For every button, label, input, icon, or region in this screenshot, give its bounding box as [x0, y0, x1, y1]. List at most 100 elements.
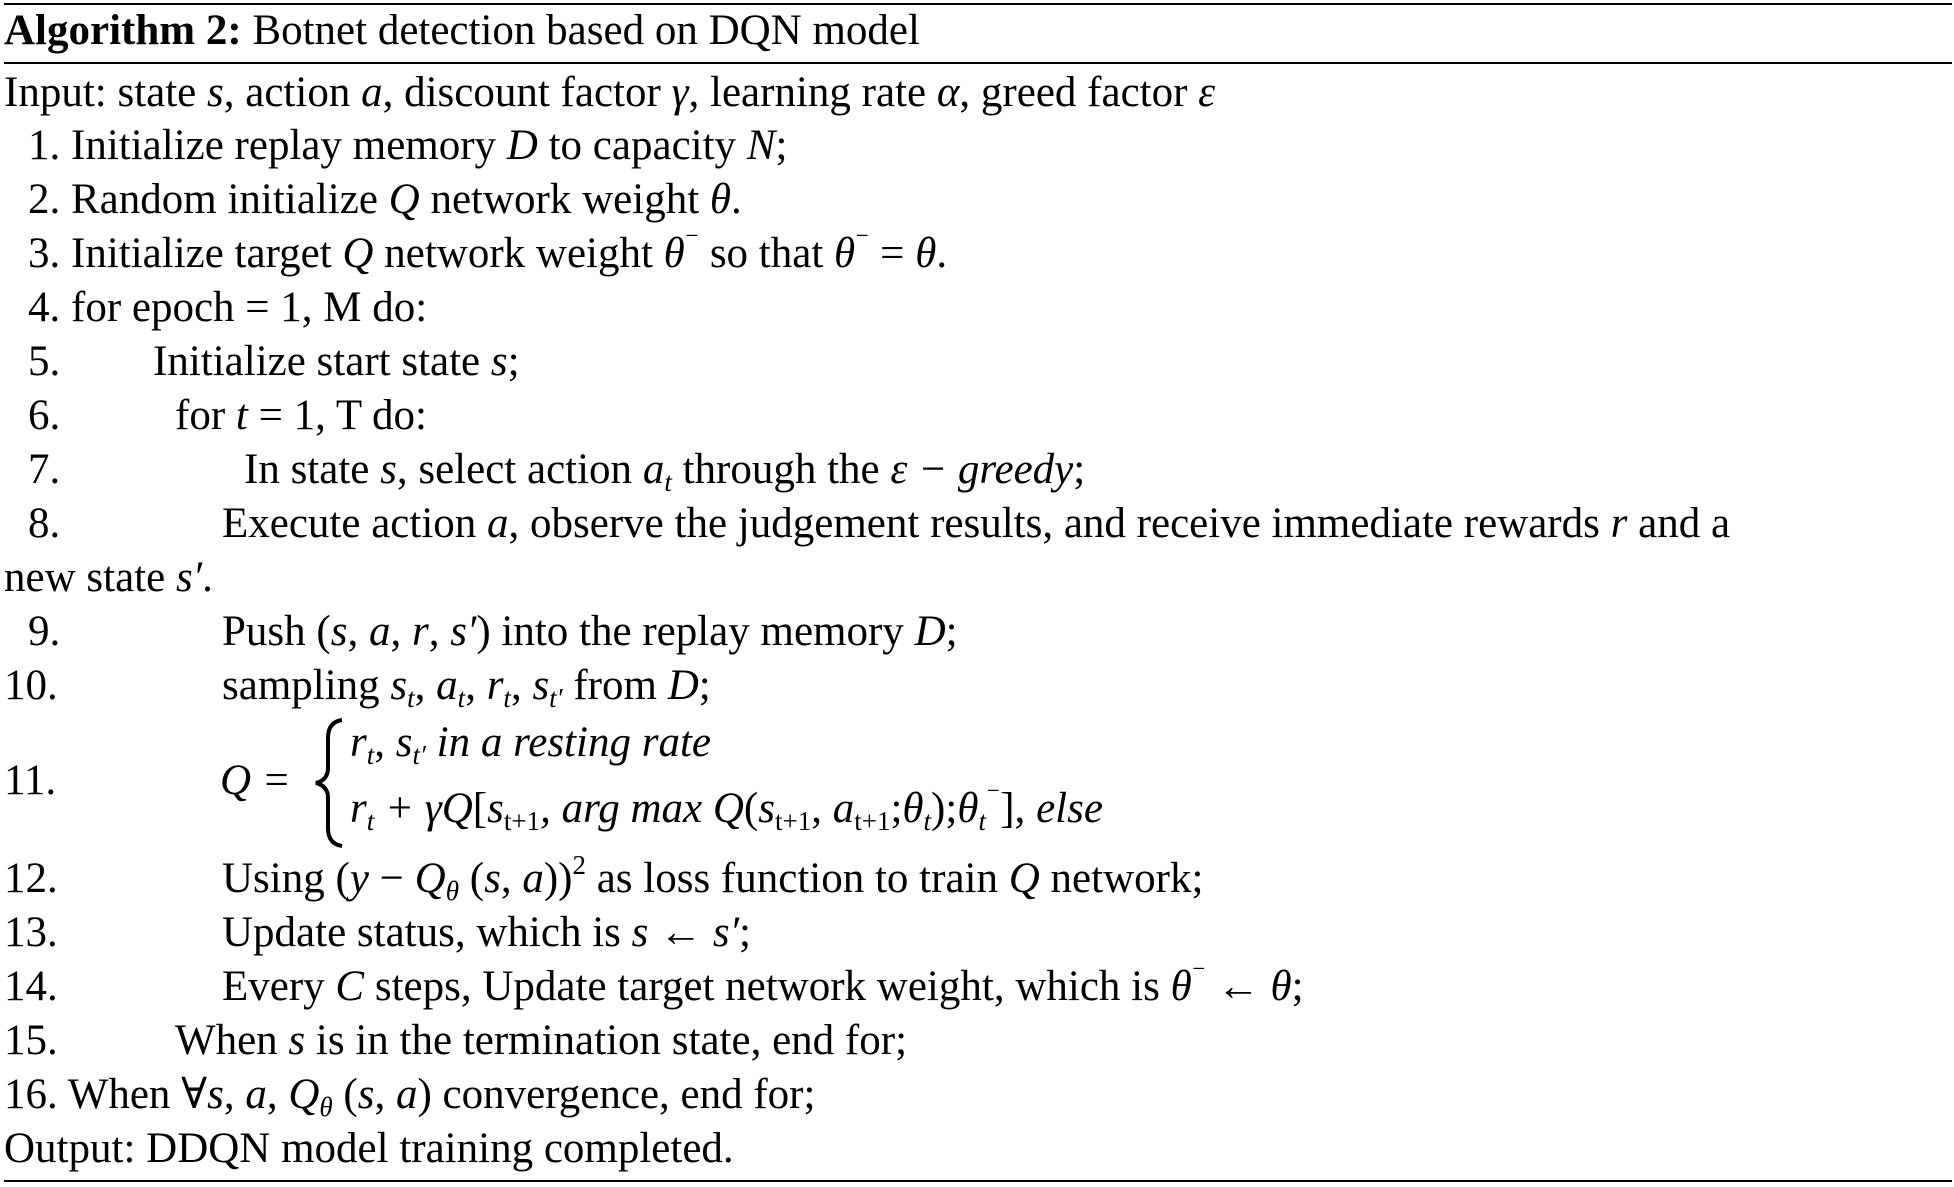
step-math: Q: [1008, 855, 1040, 902]
step-11-num: 11.: [4, 757, 57, 804]
step-text: Update status, which is: [222, 909, 632, 956]
step-sup: ⁻: [855, 225, 870, 255]
step-math: θ: [1270, 963, 1292, 1010]
step-8: Execute action a, observe the judgement …: [222, 499, 1730, 549]
step-num: 3.: [28, 230, 61, 277]
case-math: a: [832, 785, 855, 832]
step-5-num: 5.: [28, 338, 61, 385]
step-7-num: 7.: [28, 446, 61, 493]
step-math: θ: [663, 230, 685, 277]
step-math: r: [486, 662, 504, 709]
step-math: s: [532, 662, 550, 709]
step-text: ,: [266, 1071, 289, 1118]
case-text: ,: [811, 785, 833, 832]
piecewise-case-1: rt, st′ in a resting rate: [350, 718, 711, 769]
output-text: Output: DDQN model training completed.: [4, 1125, 734, 1172]
case-sub: t: [978, 806, 986, 836]
case-math: else: [1036, 785, 1103, 832]
step-text: and a: [1627, 500, 1731, 547]
piecewise-equation: Q = rt, st′ in a resting rate rt + γQ[st…: [220, 716, 1320, 848]
step-math: s′: [712, 909, 740, 956]
case-math: s: [487, 785, 504, 832]
case-math: r: [350, 785, 367, 832]
step-text: When ∀: [67, 1071, 208, 1118]
left-brace-icon: [315, 718, 343, 848]
step-8-cont: new state s′.: [4, 553, 213, 603]
input-s: s: [207, 69, 224, 116]
step-text: −: [368, 855, 415, 902]
case-text: ;: [890, 785, 903, 832]
step-text: network;: [1039, 855, 1204, 902]
step-8-num: 8.: [28, 500, 61, 547]
step-text: is in the termination state, end for;: [305, 1017, 908, 1064]
step-text: ;: [507, 338, 520, 385]
step-math: s: [631, 909, 649, 956]
step-math: Q: [414, 855, 446, 902]
step-text: ,: [428, 608, 451, 655]
input-a: a: [361, 69, 383, 116]
step-text: Every: [222, 963, 336, 1010]
step-sup: 2: [572, 850, 586, 880]
step-math: θ: [1170, 963, 1192, 1010]
step-num: 2.: [28, 176, 61, 223]
step-math: a: [245, 1071, 267, 1118]
step-sub: t: [503, 683, 511, 713]
step-text: as loss function to train: [585, 855, 1009, 902]
step-math: a: [368, 608, 391, 655]
step-math: a: [522, 855, 544, 902]
step-sub: t: [457, 683, 466, 713]
step-text: steps, Update target network weight, whi…: [364, 963, 1171, 1010]
case-math: + γ: [374, 785, 442, 832]
step-math: a: [395, 1071, 418, 1118]
case-math: , arg max: [540, 785, 713, 832]
case-text: [: [472, 785, 488, 832]
step-text: .: [936, 230, 948, 277]
step-text: Using (: [222, 855, 350, 902]
step-2: 2. Random initialize Q network weight θ.: [28, 175, 742, 225]
step-text: network weight: [373, 230, 664, 277]
case-text: );: [931, 785, 958, 832]
step-math: N: [746, 122, 776, 169]
step-math: s: [490, 338, 508, 385]
input-gamma: γ: [671, 69, 689, 116]
step-text: ;: [945, 608, 958, 655]
step-5: Initialize start state s;: [153, 337, 520, 387]
case-math: θ: [902, 785, 924, 832]
step-math: r: [411, 608, 429, 655]
input-line: Input: state s, action a, discount facto…: [4, 68, 1215, 118]
step-1: 1. Initialize replay memory D to capacit…: [28, 121, 787, 171]
step-13: Update status, which is s ← s′;: [222, 908, 751, 958]
step-math: s: [390, 662, 408, 709]
caption-rule: [4, 62, 1952, 64]
input-alpha: α: [936, 69, 960, 116]
output-line: Output: DDQN model training completed.: [4, 1124, 734, 1174]
step-text: new state: [4, 554, 176, 601]
step-text: sampling: [222, 662, 391, 709]
input-mid2: , discount factor: [382, 69, 672, 116]
step-math: s: [357, 1071, 375, 1118]
step-math: s′: [450, 608, 477, 655]
step-text: Initialize start state: [153, 338, 491, 385]
step-text: ,: [223, 1071, 246, 1118]
step-math: D: [667, 662, 699, 709]
step-num: 1.: [28, 122, 61, 169]
step-text: ←: [648, 909, 713, 956]
step-text: ,: [414, 662, 437, 709]
step-math: s: [484, 855, 501, 902]
step-text: )): [543, 855, 573, 902]
step-9-num: 9.: [28, 608, 61, 655]
step-math: r: [1610, 500, 1628, 547]
step-10-num: 10.: [4, 662, 58, 709]
step-math: a: [642, 446, 665, 493]
bottom-rule: [4, 1180, 1952, 1182]
step-9: Push (s, a, r, s′) into the replay memor…: [222, 607, 958, 657]
input-mid3: , learning rate: [688, 69, 937, 116]
step-text: ,: [390, 608, 412, 655]
step-text: ,: [347, 608, 369, 655]
case-text: ],: [1000, 785, 1037, 832]
step-text: through the: [671, 446, 891, 493]
algorithm-caption: Algorithm 2: Botnet detection based on D…: [4, 6, 920, 56]
step-text: Random initialize: [71, 176, 389, 223]
step-text: for: [175, 392, 236, 439]
